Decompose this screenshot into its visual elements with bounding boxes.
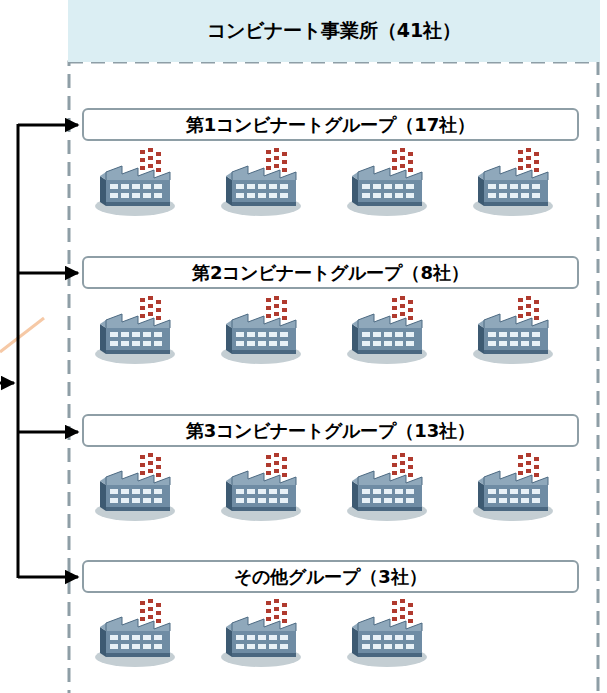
group-title: 第1コンビナートグループ（17社） <box>186 113 476 137</box>
header-band: コンビナート事業所（41社） <box>68 0 600 62</box>
factory-icon <box>347 599 427 667</box>
group-box: 第1コンビナートグループ（17社） <box>82 108 579 141</box>
partial-line <box>0 318 44 352</box>
factory-icon <box>221 453 301 521</box>
group-box: 第3コンビナートグループ（13社） <box>82 414 579 447</box>
factory-icon <box>473 453 553 521</box>
factory-icon <box>221 599 301 667</box>
group-title: 第3コンビナートグループ（13社） <box>186 419 476 443</box>
dashed-enclosure <box>69 62 598 693</box>
group-box: 第2コンビナートグループ（8社） <box>82 256 579 289</box>
group-title: その他グループ（3社） <box>234 565 427 589</box>
bracket <box>0 124 78 578</box>
factory-icon <box>473 148 553 216</box>
factory-icon <box>473 296 553 364</box>
factory-icon <box>95 599 175 667</box>
factory-icon <box>221 296 301 364</box>
factory-icon <box>221 148 301 216</box>
factory-icon <box>95 148 175 216</box>
factory-icon <box>347 148 427 216</box>
group-box: その他グループ（3社） <box>82 560 579 593</box>
factory-icon <box>347 296 427 364</box>
factory-icon <box>95 453 175 521</box>
site-region: コンビナート事業所（41社） 第1コンビナートグループ（17社） 第2コンビナートグ… <box>68 0 600 693</box>
factory-icon <box>347 453 427 521</box>
group-title: 第2コンビナートグループ（8社） <box>192 261 469 285</box>
factory-icon <box>95 296 175 364</box>
region-heading: コンビナート事業所（41社） <box>207 18 461 44</box>
